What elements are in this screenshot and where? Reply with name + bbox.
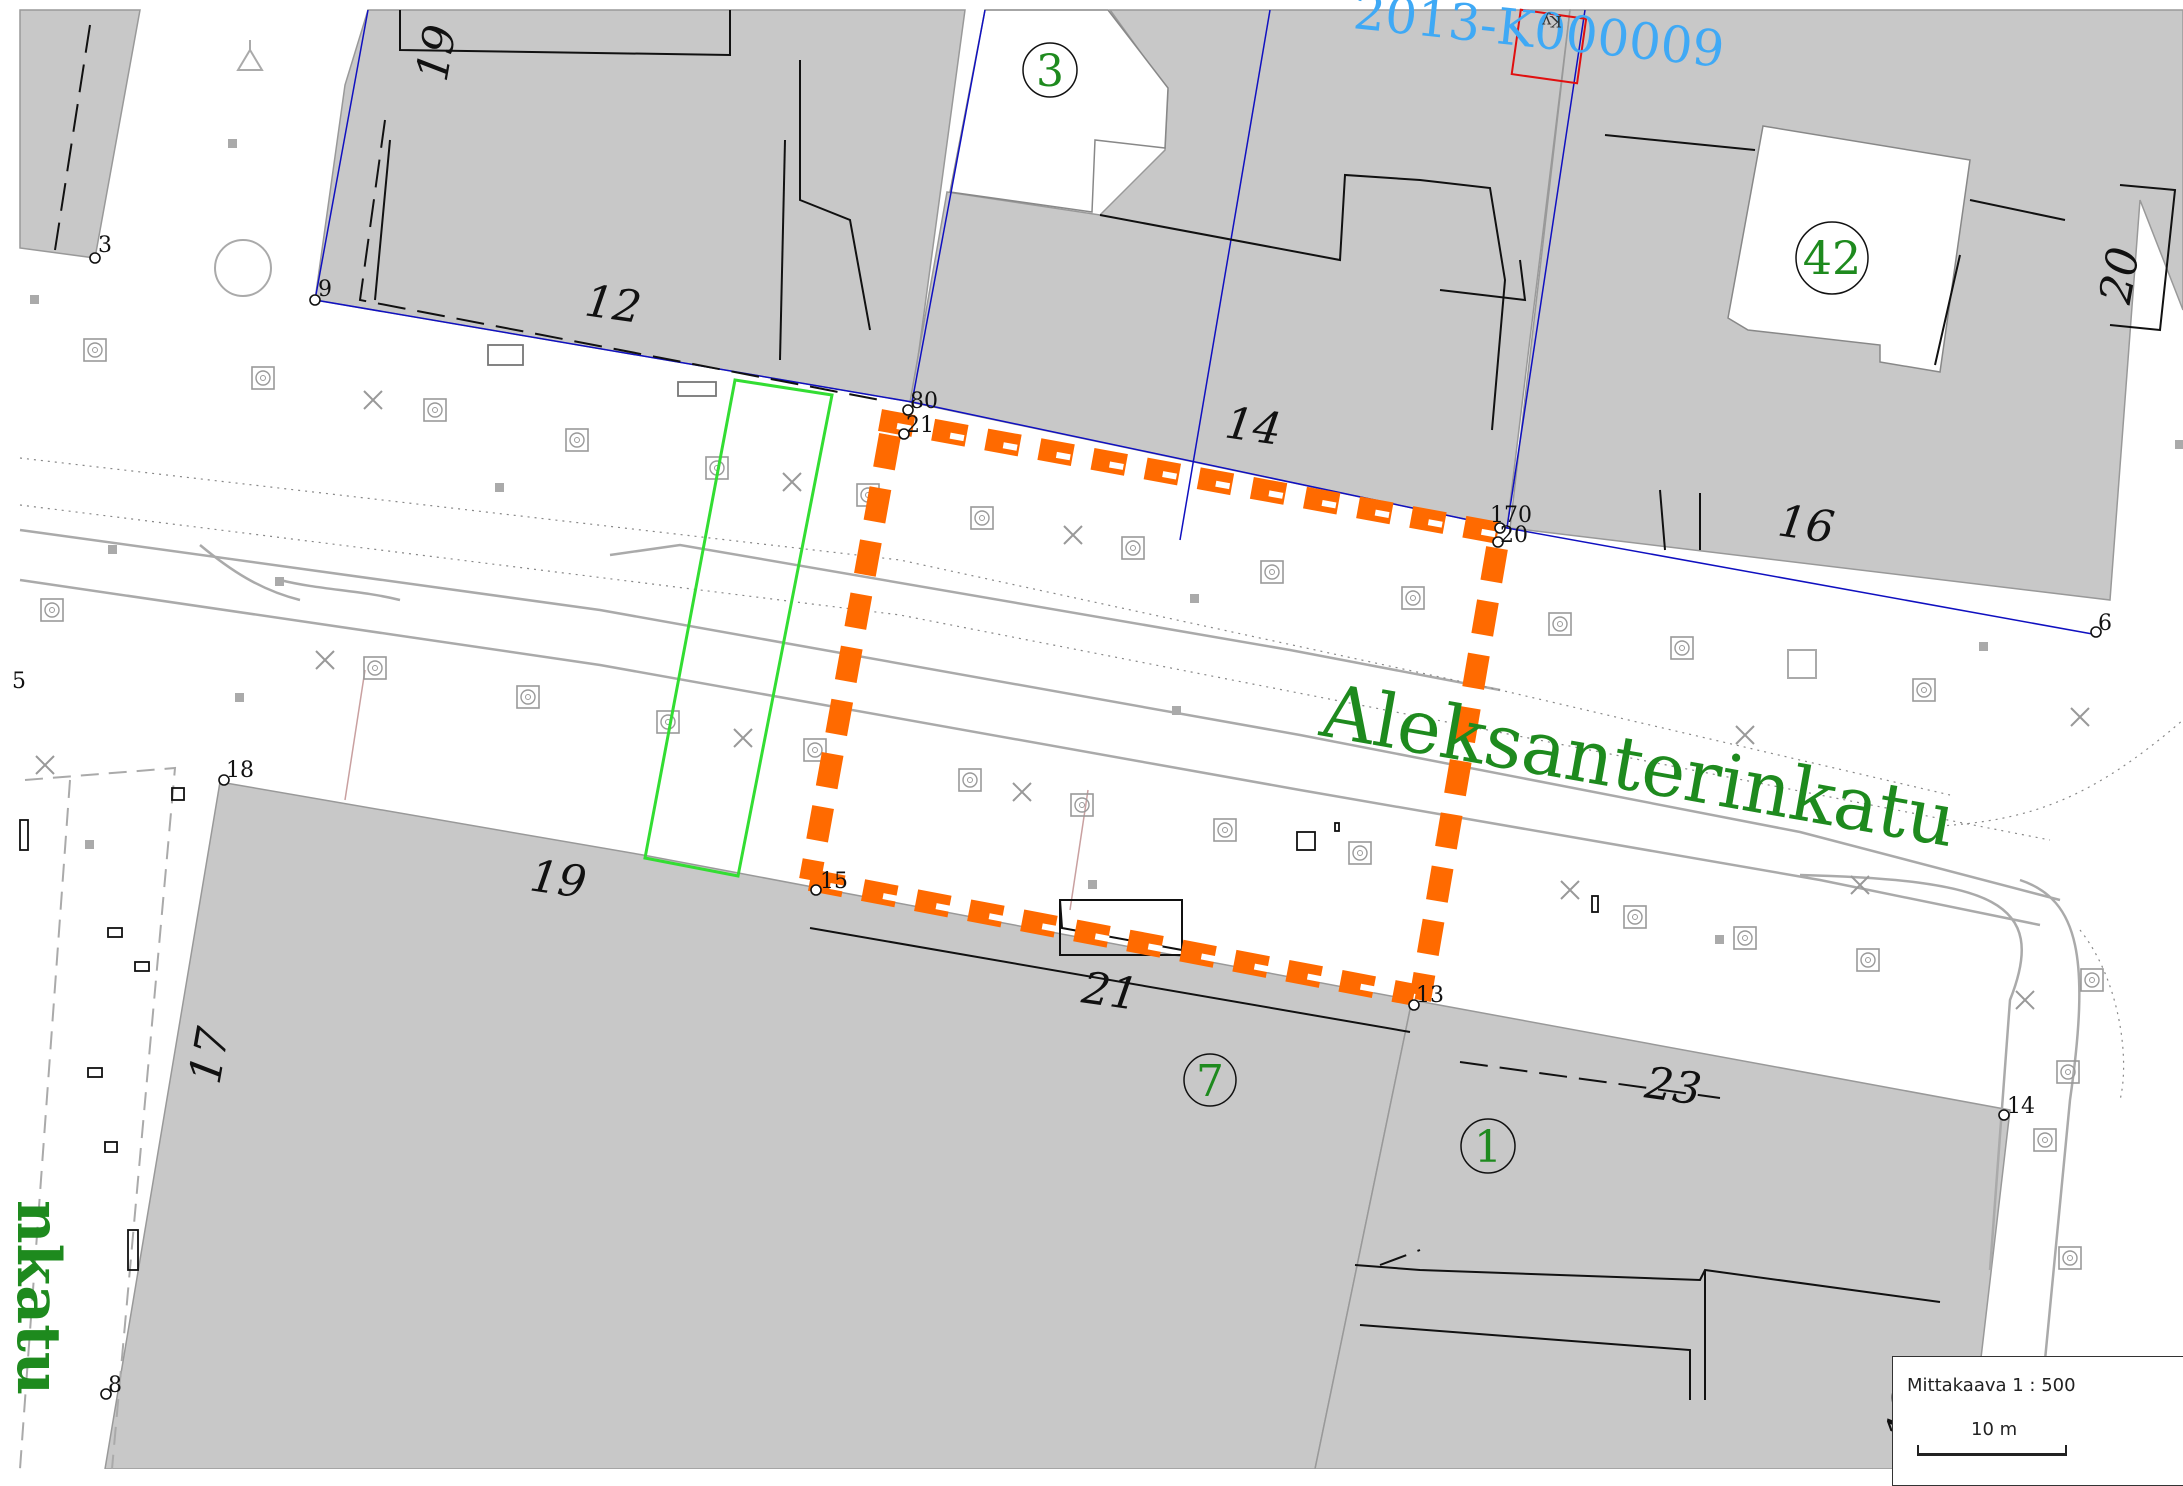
fountain bbox=[214, 40, 1817, 679]
lot-number-19-north: 19 bbox=[407, 21, 467, 85]
lot-number-16: 16 bbox=[1775, 495, 1838, 553]
scale-bar-label: 10 m bbox=[1971, 1419, 2018, 1440]
courtyard-block-42 bbox=[1727, 125, 1971, 373]
building-block-1 bbox=[1314, 999, 2011, 1469]
permit-box-text: Ky bbox=[1542, 12, 1562, 31]
block-number-3: 3 bbox=[1022, 42, 1078, 98]
courtyards bbox=[949, 9, 1971, 373]
block-number-7-label: 7 bbox=[1196, 1056, 1224, 1107]
dotted-tram-lines bbox=[19, 457, 2183, 1101]
small-markers bbox=[30, 139, 2183, 944]
lot-number-19-south: 19 bbox=[527, 850, 590, 908]
lot-numbers: 19 12 14 16 20 19 21 23 17 13 bbox=[180, 21, 2150, 1445]
block-number-1: 1 bbox=[1460, 1118, 1516, 1174]
point-number-13: 13 bbox=[1416, 983, 1444, 1008]
lot-outline-green bbox=[643, 378, 834, 878]
block-numbers: 3 42 7 1 bbox=[1022, 42, 1869, 1174]
point-number-80: 80 bbox=[910, 389, 938, 414]
thin-red-lines bbox=[344, 669, 1089, 911]
sidewalk-dashes bbox=[19, 766, 177, 1469]
street-furniture bbox=[19, 344, 1599, 1271]
street-name-side: nkatu bbox=[3, 1200, 73, 1395]
point-number-20: 20 bbox=[1500, 523, 1528, 548]
point-number-21: 21 bbox=[906, 413, 934, 438]
lot-number-12: 12 bbox=[582, 275, 645, 333]
point-number-14: 14 bbox=[2007, 1094, 2035, 1119]
highlighted-area-white-gap bbox=[829, 423, 1511, 1000]
survey-points bbox=[89, 252, 2102, 1400]
point-numbers: 3 9 80 21 170 20 6 18 15 13 14 8 5 bbox=[12, 233, 2112, 1398]
point-number-6: 6 bbox=[2098, 611, 2112, 636]
block-number-42-label: 42 bbox=[1803, 231, 1862, 285]
property-boundaries bbox=[314, 9, 2099, 636]
point-number-9: 9 bbox=[318, 277, 332, 302]
block-number-7: 7 bbox=[1183, 1053, 1237, 1107]
point-number-3: 3 bbox=[98, 233, 112, 258]
courtyard-block-3 bbox=[949, 9, 1169, 213]
lot-number-21: 21 bbox=[1078, 962, 1142, 1020]
lot-number-23: 23 bbox=[1641, 1057, 1705, 1115]
point-number-8: 8 bbox=[108, 1373, 122, 1398]
lot-number-14: 14 bbox=[1222, 397, 1285, 455]
point-number-5: 5 bbox=[12, 669, 26, 694]
block-number-3-label: 3 bbox=[1036, 46, 1064, 97]
point-number-18: 18 bbox=[226, 758, 254, 783]
scale-bar bbox=[1917, 1445, 2067, 1456]
dashed-lines bbox=[54, 24, 1721, 1266]
lot-number-20: 20 bbox=[2090, 243, 2150, 308]
scale-label: Mittakaava 1 : 500 bbox=[1907, 1375, 2076, 1396]
curb-lines bbox=[19, 528, 2081, 1361]
block-number-1-label: 1 bbox=[1474, 1122, 1502, 1173]
point-number-15: 15 bbox=[820, 869, 848, 894]
point-number-170: 170 bbox=[1490, 503, 1532, 528]
scale-box: Mittakaava 1 : 500 10 m bbox=[1892, 1356, 2183, 1486]
lot-number-17: 17 bbox=[180, 1024, 240, 1088]
block-number-42: 42 bbox=[1795, 221, 1869, 295]
permit-box bbox=[1510, 8, 1588, 85]
